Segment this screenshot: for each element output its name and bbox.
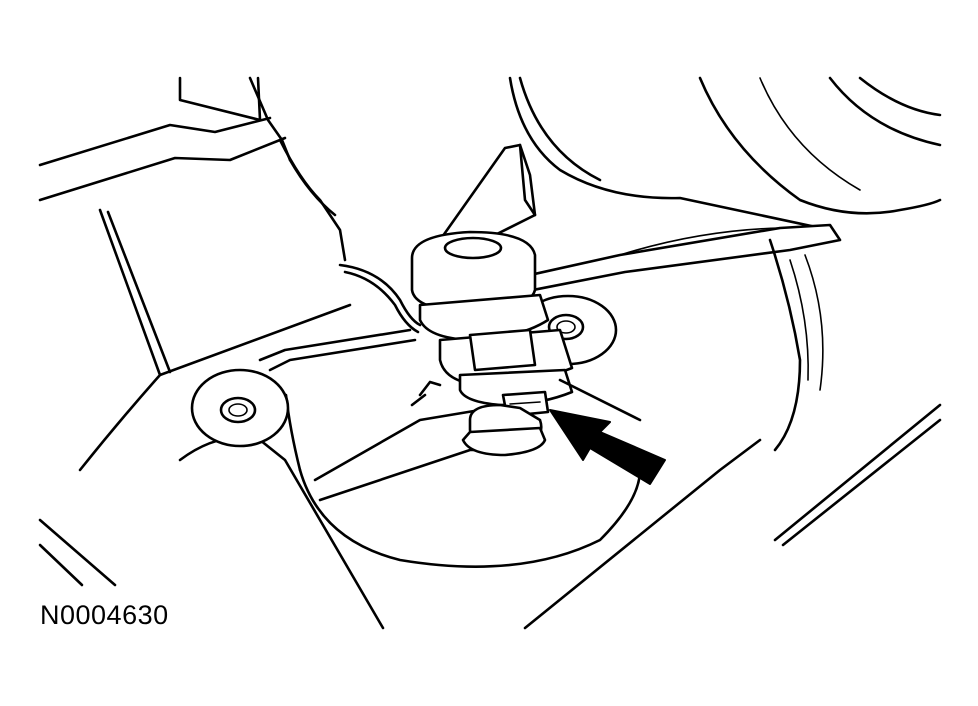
figure-id-label: N0004630 [40, 600, 169, 630]
right-side-structure [523, 238, 942, 630]
left-bolt-boss [190, 368, 290, 448]
pivot-bushing [410, 230, 574, 407]
upper-left-panel [38, 76, 292, 202]
shift-cable [338, 263, 422, 334]
callout-arrow-icon [549, 409, 666, 485]
cable-end-clevis [410, 380, 547, 457]
transmission-housing [278, 76, 942, 262]
linkage-bar [483, 223, 842, 300]
triangular-bracket [438, 143, 537, 242]
